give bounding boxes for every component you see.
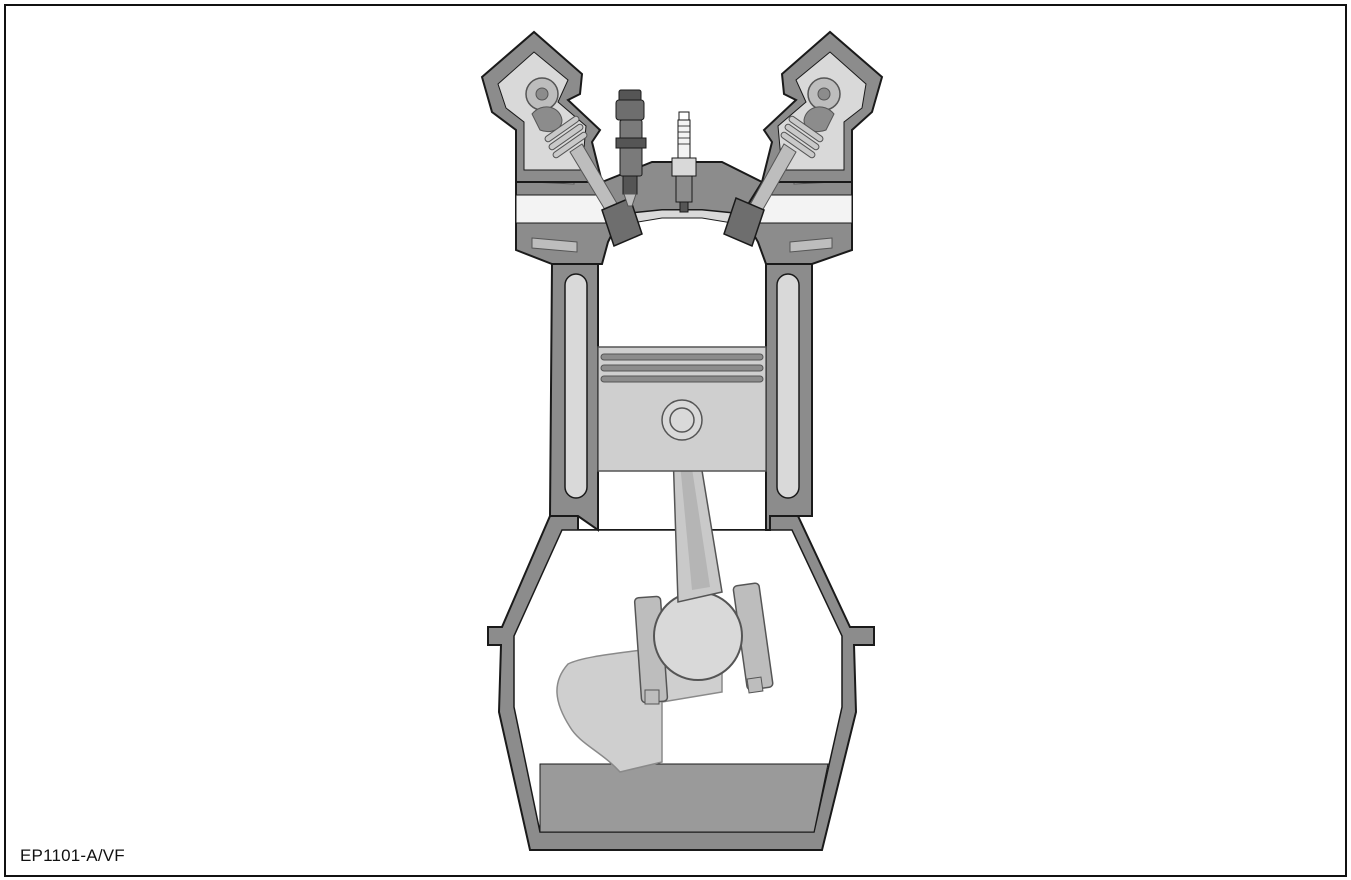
oil-sump-icon — [539, 763, 829, 833]
fuel-injector-icon — [615, 89, 647, 207]
piston-icon — [597, 346, 767, 472]
exhaust-valve-icon — [723, 30, 884, 248]
figure-frame: EP1101-A/VF — [4, 4, 1347, 877]
cylinder-block — [548, 263, 813, 532]
spark-plug-icon — [671, 111, 697, 213]
intake-valve-icon — [480, 30, 643, 248]
engine-cross-section-diagram — [480, 30, 884, 851]
crankshaft-icon — [556, 582, 774, 773]
cylinder-head — [515, 161, 853, 265]
figure-id-label: EP1101-A/VF — [20, 846, 125, 865]
